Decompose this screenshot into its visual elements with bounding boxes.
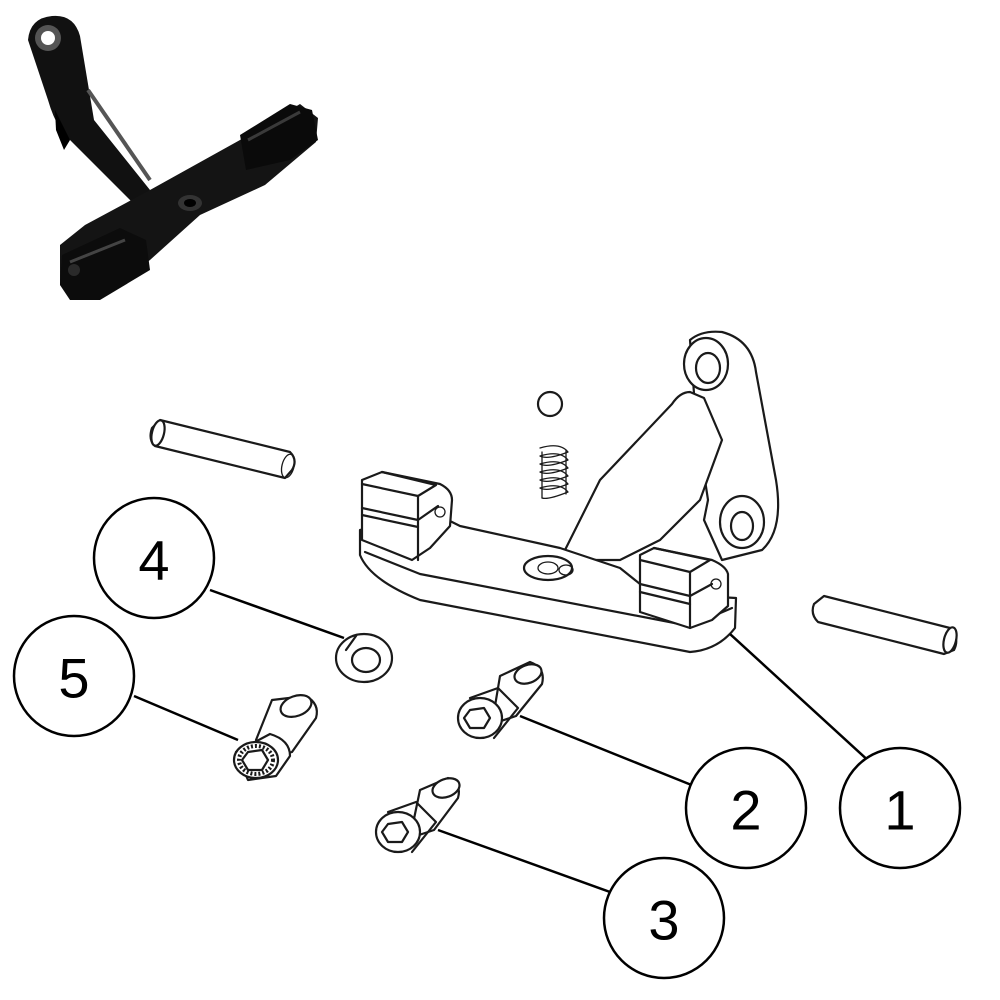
lock-washer [334, 632, 394, 684]
leader-2 [519, 714, 695, 788]
detent-ball [536, 390, 564, 418]
callout-3-number: 3 [648, 889, 679, 952]
leader-5 [133, 694, 239, 742]
callout-5: 5 [12, 614, 136, 738]
knurled-screw [232, 694, 318, 782]
bolt-2 [456, 660, 544, 740]
callout-1-number: 1 [884, 779, 915, 842]
leader-3 [437, 828, 611, 894]
callout-5-number: 5 [58, 647, 89, 710]
callout-2-number: 2 [730, 779, 761, 842]
pin-left [149, 418, 296, 480]
pin-right [811, 594, 958, 656]
callout-1: 1 [838, 746, 962, 870]
bracket-drawing [358, 330, 780, 654]
callout-4-number: 4 [138, 529, 169, 592]
callout-4: 4 [92, 496, 216, 620]
bolt-3 [374, 776, 461, 854]
spring [539, 445, 569, 500]
bracket-photo [28, 15, 318, 300]
leader-1 [729, 633, 873, 765]
callout-3: 3 [602, 856, 726, 980]
callout-2: 2 [684, 746, 808, 870]
leader-4 [209, 588, 345, 640]
